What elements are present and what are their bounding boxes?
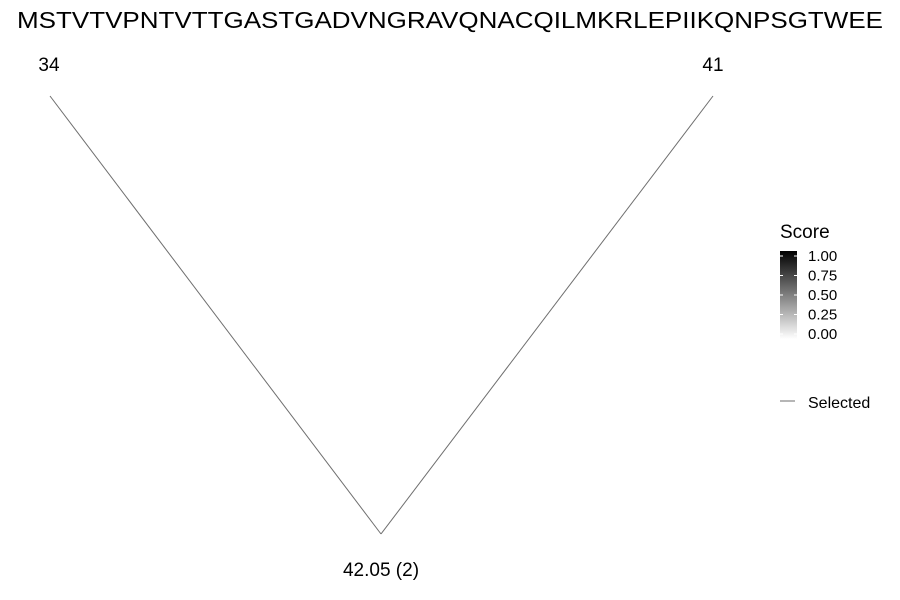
legend-key-label: Selected <box>808 395 870 412</box>
legend-tick-label: 0.00 <box>808 326 837 343</box>
arc-left-segment <box>49 95 382 535</box>
score-legend: Score 1.00 0.75 0.50 0.25 0.00 <box>780 222 837 343</box>
arc-right-segment <box>380 95 714 535</box>
arc-start-label: 34 <box>38 55 60 76</box>
line-legend: Selected <box>780 395 870 412</box>
arc-end-label: 41 <box>702 55 723 76</box>
legend-tick-label: 0.25 <box>808 307 837 324</box>
sequence-title: MSTVTVPNTVTTGASTGADVNGRAVQNACQILMKRLEPII… <box>17 7 883 33</box>
legend-tick-label: 1.00 <box>808 248 837 265</box>
legend-colorbar <box>780 251 797 339</box>
legend-tick-label: 0.50 <box>808 287 837 304</box>
legend-tick-label: 0.75 <box>808 268 837 285</box>
legend-title: Score <box>780 222 830 243</box>
arc-apex-label: 42.05 (2) <box>343 560 419 581</box>
